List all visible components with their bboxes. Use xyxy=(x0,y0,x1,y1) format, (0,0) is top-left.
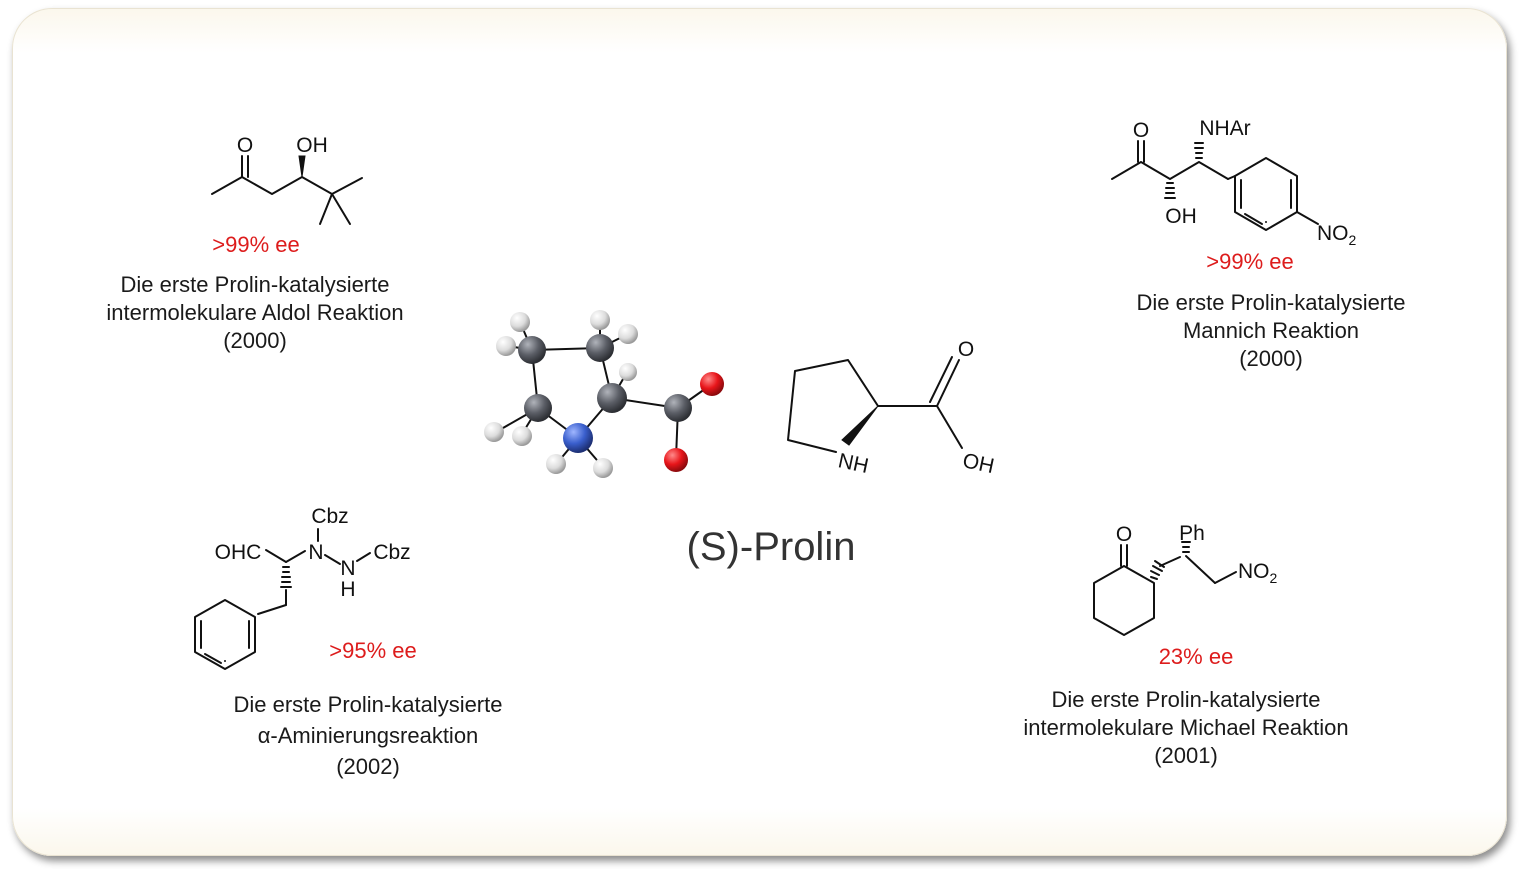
amination-caption: Die erste Prolin-katalysierte α-Aminieru… xyxy=(234,692,503,779)
hydrogen-atom xyxy=(546,454,566,474)
hydrogen-atom xyxy=(593,458,613,478)
michael-no2-sub: 2 xyxy=(1270,570,1278,586)
proline-3d-model xyxy=(484,310,724,478)
carbon-atom xyxy=(518,336,546,364)
michael-ee-value: 23% ee xyxy=(1159,644,1234,669)
hydrogen-atom xyxy=(510,312,530,332)
proline-3d-carbon-atoms xyxy=(518,334,692,422)
michael-structure: O Ph NO2 xyxy=(1093,522,1278,636)
mannich-caption: Die erste Prolin-katalysierte Mannich Re… xyxy=(1137,290,1406,371)
amination-caption-line3: (2002) xyxy=(336,754,400,779)
amination-atom-h: H xyxy=(340,578,355,601)
proline-title-prefix: ( xyxy=(687,525,701,569)
proline-title-suffix: )-Prolin xyxy=(727,525,856,569)
hydrogen-atom xyxy=(590,310,610,330)
aldol-caption: Die erste Prolin-katalysierte intermolek… xyxy=(106,272,403,353)
aldol-atom-o: O xyxy=(237,134,253,157)
amination-atom-ohc: OHC xyxy=(215,541,262,564)
proline-title: (S)-Prolin xyxy=(687,525,856,569)
aldol-caption-line1: Die erste Prolin-katalysierte xyxy=(121,272,390,297)
aldol-caption-line3: (2000) xyxy=(223,328,287,353)
michael-caption-line2: intermolekulare Michael Reaktion xyxy=(1023,715,1348,740)
hydrogen-atom xyxy=(496,336,516,356)
amination-atom-cbz2: Cbz xyxy=(373,541,410,564)
michael-caption-line1: Die erste Prolin-katalysierte xyxy=(1052,687,1321,712)
mannich-atom-oh: OH xyxy=(1165,205,1197,228)
nitrogen-atom xyxy=(563,423,593,453)
aldol-atom-oh: OH xyxy=(296,134,328,157)
hydrogen-atom xyxy=(512,426,532,446)
proline-title-stereo: S xyxy=(700,525,727,569)
hydrogen-atom xyxy=(484,422,504,442)
proline-skeletal-formula: NH O OH xyxy=(787,338,997,478)
proline-atom-nh: NH xyxy=(836,449,870,478)
mannich-no2-main: NO xyxy=(1317,222,1349,245)
mannich-atom-no2: NO2 xyxy=(1317,222,1357,248)
michael-atom-no2: NO2 xyxy=(1238,560,1278,586)
proline-atom-o: O xyxy=(958,338,974,361)
oxygen-atom xyxy=(664,448,688,472)
mannich-caption-line3: (2000) xyxy=(1239,346,1303,371)
michael-caption: Die erste Prolin-katalysierte intermolek… xyxy=(1023,687,1348,768)
proline-atom-oh: OH xyxy=(961,449,997,478)
amination-ee-value: >95% ee xyxy=(329,638,416,663)
carbon-atom xyxy=(586,334,614,362)
amination-caption-line1: Die erste Prolin-katalysierte xyxy=(234,692,503,717)
slide-frame xyxy=(12,8,1507,856)
michael-atom-ph: Ph xyxy=(1179,522,1205,545)
proline-3d-hydrogen-atoms xyxy=(484,310,638,478)
aldol-structure: O OH xyxy=(211,134,363,225)
michael-caption-line3: (2001) xyxy=(1154,743,1218,768)
mannich-caption-line2: Mannich Reaktion xyxy=(1183,318,1359,343)
amination-caption-line2: α-Aminierungsreaktion xyxy=(258,723,479,748)
carbon-atom xyxy=(524,394,552,422)
mannich-atom-nhar: NHAr xyxy=(1199,117,1250,140)
mannich-structure: O NHAr OH NO2 xyxy=(1111,117,1357,248)
hydrogen-atom xyxy=(619,363,637,381)
mannich-no2-sub: 2 xyxy=(1349,232,1357,248)
amination-atom-n1: N xyxy=(308,541,323,564)
oxygen-atom xyxy=(700,372,724,396)
amination-atom-cbz1: Cbz xyxy=(311,505,348,528)
amination-structure: OHC N Cbz N H Cbz xyxy=(194,505,411,670)
michael-atom-o: O xyxy=(1116,523,1132,546)
mannich-caption-line1: Die erste Prolin-katalysierte xyxy=(1137,290,1406,315)
mannich-ee-value: >99% ee xyxy=(1206,249,1293,274)
hydrogen-atom xyxy=(618,324,638,344)
amination-atom-n2: N xyxy=(340,557,355,580)
aldol-ee-value: >99% ee xyxy=(212,232,299,257)
mannich-atom-o: O xyxy=(1133,119,1149,142)
carbon-atom xyxy=(597,383,627,413)
carbon-atom xyxy=(664,394,692,422)
michael-no2-main: NO xyxy=(1238,560,1270,583)
aldol-caption-line2: intermolekulare Aldol Reaktion xyxy=(106,300,403,325)
